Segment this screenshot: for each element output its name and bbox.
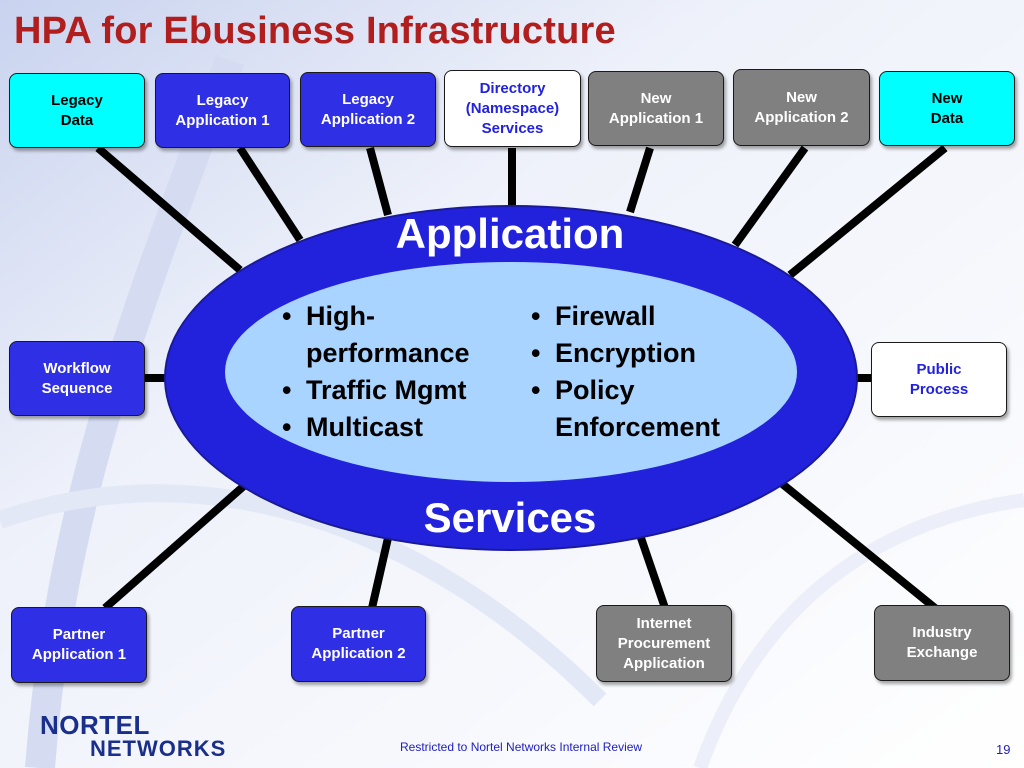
bullet-item: Traffic Mgmt xyxy=(278,372,508,409)
hub-bullets-right: Firewall Encryption Policy Enforcement xyxy=(527,298,757,446)
bullet-item: Policy Enforcement xyxy=(527,372,757,446)
node-legacy-data[interactable]: Legacy Data xyxy=(9,73,145,148)
bullet-item: High-performance xyxy=(278,298,508,372)
hub-label-services: Services xyxy=(423,494,597,541)
hub-label-application: Application xyxy=(395,210,625,257)
node-legacy-application-1[interactable]: Legacy Application 1 xyxy=(155,73,290,148)
node-public-process[interactable]: Public Process xyxy=(871,342,1007,417)
node-industry-exchange[interactable]: Industry Exchange xyxy=(874,605,1010,681)
bullet-item: Multicast xyxy=(278,409,508,446)
node-partner-application-1[interactable]: Partner Application 1 xyxy=(11,607,147,683)
hub-bullets-left: High-performance Traffic Mgmt Multicast xyxy=(278,298,508,446)
logo-line-1: NORTEL xyxy=(40,710,150,740)
node-workflow-sequence[interactable]: Workflow Sequence xyxy=(9,341,145,416)
logo-line-2: NETWORKS xyxy=(90,736,227,761)
node-legacy-application-2[interactable]: Legacy Application 2 xyxy=(300,72,436,147)
bullet-item: Firewall xyxy=(527,298,757,335)
node-new-application-1[interactable]: New Application 1 xyxy=(588,71,724,146)
bullet-item: Encryption xyxy=(527,335,757,372)
page-number: 19 xyxy=(996,742,1011,757)
node-new-data[interactable]: New Data xyxy=(879,71,1015,146)
page-title: HPA for Ebusiness Infrastructure xyxy=(14,10,616,52)
footer-note: Restricted to Nortel Networks Internal R… xyxy=(400,740,643,754)
node-directory-services[interactable]: Directory (Namespace) Services xyxy=(444,70,581,147)
node-internet-procurement-application[interactable]: Internet Procurement Application xyxy=(596,605,732,682)
node-new-application-2[interactable]: New Application 2 xyxy=(733,69,870,146)
node-partner-application-2[interactable]: Partner Application 2 xyxy=(291,606,426,682)
nortel-logo: NORTEL NETWORKS xyxy=(40,712,226,760)
